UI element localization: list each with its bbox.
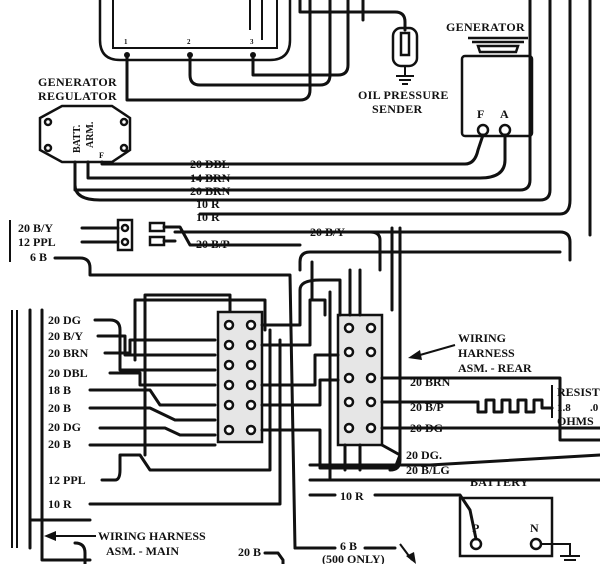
instrument-pin-1: 1 [124, 38, 128, 46]
instrument-pin-3: 3 [250, 38, 254, 46]
main-harness-label-1: WIRING HARNESS [98, 529, 206, 543]
wire-label-20-dbl: 20 DBL [190, 157, 230, 171]
main-harness-label-2: ASM. - MAIN [106, 544, 179, 558]
wire-label-20-b-left: 20 B [48, 401, 71, 415]
battery-terminal-n: N [530, 521, 539, 535]
wire-label-20-dg-left: 20 DG [48, 313, 81, 327]
wire-label-12-ppl-left: 12 PPL [18, 235, 56, 249]
battery-title: BATTERY [470, 475, 529, 489]
wire-label-20-dbl-left: 20 DBL [48, 366, 88, 380]
oil-pressure-sender-label-1: OIL PRESSURE [358, 88, 449, 102]
wire-label-10-r-a: 10 R [196, 197, 220, 211]
resistor-value: 1.8 [557, 402, 571, 414]
wire-label-20-dg-rear: 20 DG [410, 421, 443, 435]
wire-label-20-brn-left: 20 BRN [48, 346, 89, 360]
wire-label-20-dg-left-2: 20 DG [48, 420, 81, 434]
wire-label-6-b-left: 6 B [30, 250, 47, 264]
instrument-cluster: 1 2 3 [98, 0, 292, 62]
instrument-pin-2: 2 [187, 38, 191, 46]
generator-terminal-f: F [477, 107, 484, 121]
left-block-pins [223, 319, 257, 436]
regulator-terminal-arm: ARM. [85, 121, 96, 148]
regulator-terminal-f: F [99, 151, 104, 160]
wire-label-10-r-battery: 10 R [340, 489, 364, 503]
battery-terminal-p: P [472, 521, 479, 535]
wire-label-20-brn-rear: 20 BRN [410, 375, 451, 389]
connector-block-left [216, 310, 264, 444]
regulator-terminal-batt: BATT. [72, 124, 83, 153]
wire-label-18-b-left: 18 B [48, 383, 71, 397]
wire-label-12-ppl-lower: 12 PPL [48, 473, 86, 487]
wire-label-20-by-left: 20 B/Y [18, 221, 53, 235]
regulator-title-1: GENERATOR [38, 75, 117, 89]
resistor: RESIST 1.8 .0 OHMS [476, 385, 600, 428]
generator-title: GENERATOR [446, 20, 525, 34]
connector-upper-left [116, 218, 166, 252]
wire-label-6-b-bottom: 6 B [340, 539, 357, 553]
resistor-title: RESIST [557, 385, 600, 399]
wire-label-10-r-lower: 10 R [48, 497, 72, 511]
wire-label-20-bp-rear: 20 B/P [410, 400, 444, 414]
connector-block-right [336, 313, 384, 447]
battery: BATTERY P N [458, 475, 580, 561]
main-harness-bundle [11, 308, 44, 550]
generator-terminal-a: A [500, 107, 509, 121]
resistor-extra: .0 [590, 402, 599, 414]
wire-label-20-b-bottom: 20 B [238, 545, 261, 559]
regulator-title-2: REGULATOR [38, 89, 117, 103]
resistor-unit: OHMS [557, 414, 594, 428]
generator-regulator: GENERATOR REGULATOR BATT. ARM. F [38, 75, 132, 164]
wire-label-20-b-left-2: 20 B [48, 437, 71, 451]
wire-label-10-r-b: 10 R [196, 210, 220, 224]
right-block-pins [343, 322, 377, 434]
wire-label-20-blg-rear: 20 B/LG [406, 463, 450, 477]
rear-harness-label-1: WIRING [458, 331, 506, 345]
oil-pressure-sender-label-2: SENDER [372, 102, 423, 116]
wire-label-500-only: (500 ONLY) [322, 552, 385, 564]
wire-label-20-dg-rear-2: 20 DG. [406, 448, 442, 462]
generator: GENERATOR F A [446, 20, 534, 138]
oil-pressure-sender: OIL PRESSURE SENDER [358, 26, 449, 116]
wire-label-14-brn: 14 BRN [190, 171, 231, 185]
rear-harness-label-2: HARNESS [458, 346, 515, 360]
wire-label-20-brn: 20 BRN [190, 184, 231, 198]
rear-harness-label-3: ASM. - REAR [458, 361, 532, 375]
wire-label-20-by-left-2: 20 B/Y [48, 329, 83, 343]
